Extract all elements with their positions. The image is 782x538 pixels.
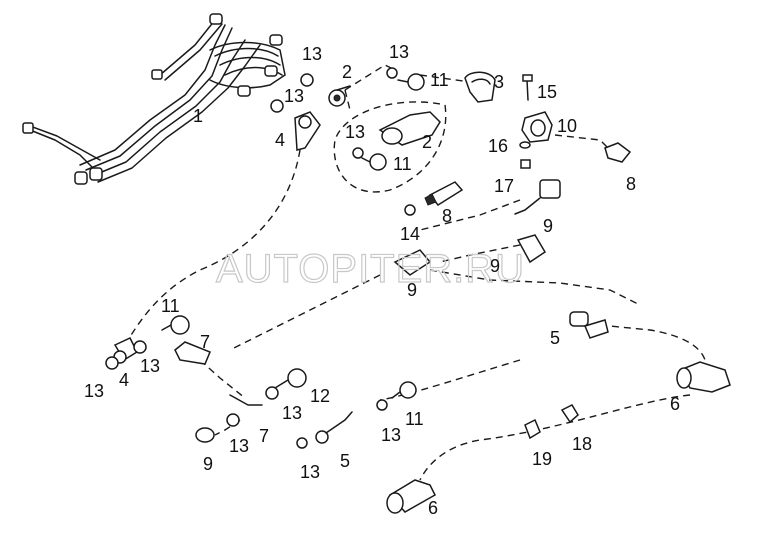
- callout-10: 10: [557, 116, 577, 136]
- callout-6: 6: [428, 498, 438, 518]
- callout-labels: 1 2 2 3 4 4 5 5 6 6 7 7 8 8 9 9 9 9 10 1…: [84, 42, 680, 518]
- part-12-bolt: [274, 368, 307, 389]
- part-11-bolt-lower: [391, 381, 417, 399]
- part-8-sensor-middle: [424, 181, 464, 206]
- callout-13: 13: [84, 381, 104, 401]
- part-6-hose-end-lower: [386, 479, 436, 514]
- callout-13: 13: [381, 425, 401, 445]
- part-8-connector-right: [604, 142, 632, 163]
- callout-19: 19: [532, 449, 552, 469]
- callout-12: 12: [310, 386, 330, 406]
- callout-13: 13: [140, 356, 160, 376]
- part-3-clamp: [464, 71, 496, 103]
- part-5-elbow-fitting-right: [569, 311, 609, 339]
- callout-11: 11: [430, 70, 449, 90]
- part-13-washers: [105, 67, 398, 449]
- part-14-washer: [404, 204, 416, 216]
- part-17-nut: [520, 159, 531, 169]
- callout-13: 13: [345, 122, 365, 142]
- callout-9: 9: [543, 216, 553, 236]
- part-9-bracket: [393, 249, 432, 276]
- part-9-fitting-lower: [195, 427, 215, 443]
- part-11-bolt-upper: [397, 73, 425, 91]
- part-18-clip: [560, 404, 579, 424]
- part-19-clip: [524, 418, 541, 440]
- part-6-hose-end-right: [676, 361, 731, 393]
- part-5-elbow-fitting-lower: [315, 411, 353, 444]
- callout-13: 13: [229, 436, 249, 456]
- callout-9: 9: [490, 256, 500, 276]
- callout-2: 2: [342, 62, 352, 82]
- part-15-screw: [522, 74, 533, 101]
- callout-9: 9: [203, 454, 213, 474]
- part-7-pipe-upper: [174, 341, 211, 365]
- callout-18: 18: [572, 434, 592, 454]
- callout-17: 17: [494, 176, 514, 196]
- callout-13: 13: [389, 42, 409, 62]
- callout-13: 13: [282, 403, 302, 423]
- part-7-pipe-lower: [229, 394, 263, 406]
- callout-7: 7: [259, 426, 269, 446]
- part-9-sensor-right: [514, 179, 561, 215]
- callout-9: 9: [407, 280, 417, 300]
- assembly-lines: [124, 64, 706, 481]
- callout-8: 8: [442, 206, 452, 226]
- callout-16: 16: [488, 136, 508, 156]
- part-1-injection-pipes: [22, 13, 286, 185]
- watermark-text: AUTOPITER.RU: [216, 247, 525, 291]
- callout-11: 11: [405, 409, 424, 429]
- callout-13: 13: [302, 44, 322, 64]
- part-9-connector: [516, 234, 547, 264]
- part-16-washer: [519, 141, 531, 149]
- part-11-bolt-middle: [361, 153, 387, 171]
- callout-8: 8: [626, 174, 636, 194]
- callout-14: 14: [400, 224, 420, 244]
- part-2-banjo-fitting-lower: [378, 111, 441, 146]
- callout-11: 11: [393, 154, 412, 174]
- callout-4: 4: [119, 370, 129, 390]
- callout-5: 5: [550, 328, 560, 348]
- callout-7: 7: [200, 332, 210, 352]
- callout-4: 4: [275, 130, 285, 150]
- callout-5: 5: [340, 451, 350, 471]
- callout-2: 2: [422, 132, 432, 152]
- callout-3: 3: [494, 72, 504, 92]
- part-4-hose-fitting-upper: [294, 111, 321, 151]
- callout-15: 15: [537, 82, 557, 102]
- part-10-bracket: [521, 111, 553, 143]
- part-2-banjo-fitting-upper: [328, 85, 351, 107]
- callout-13: 13: [300, 462, 320, 482]
- callout-6: 6: [670, 394, 680, 414]
- part-11-bolt-left: [161, 315, 190, 335]
- callout-1: 1: [193, 106, 203, 126]
- callout-13: 13: [284, 86, 304, 106]
- callout-11: 11: [161, 296, 180, 316]
